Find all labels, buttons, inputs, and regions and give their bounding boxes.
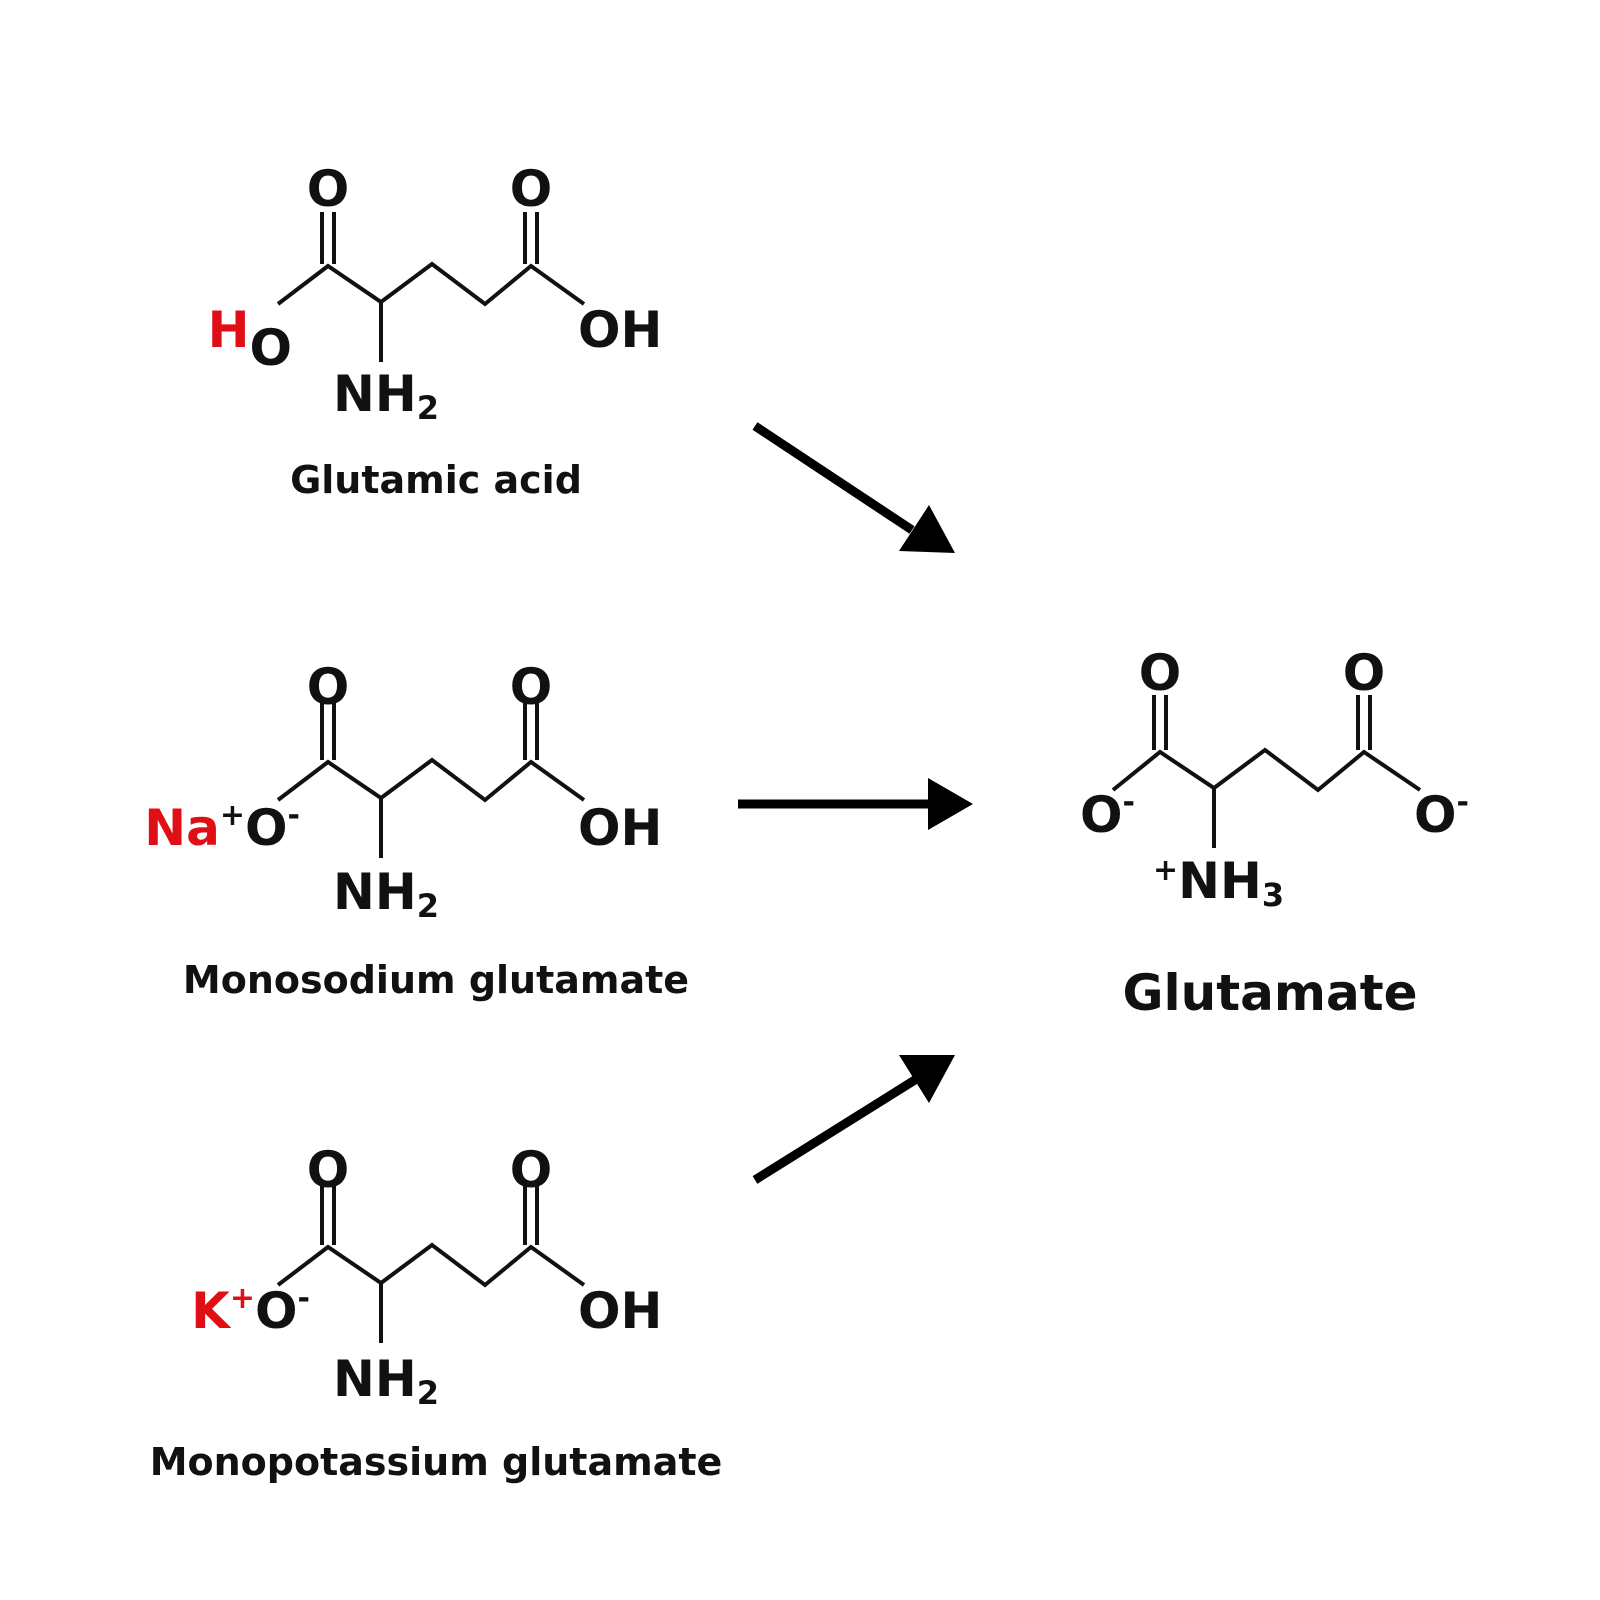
arrow-from-monopotassium-glutamate <box>752 1055 955 1184</box>
molecule-monopotassium-glutamate: O O K+O- OH NH2 Monopotassium glutamate <box>150 1141 723 1484</box>
amino-group: NH2 <box>333 365 439 427</box>
right-hydroxyl-group: OH <box>578 799 662 857</box>
skeleton-bonds <box>276 700 586 858</box>
oxygen-charge: - <box>1457 785 1469 820</box>
molecule-glutamate: O O O- O- +NH3 Glutamate <box>1080 644 1469 1022</box>
ammonium-subscript: 3 <box>1262 876 1284 914</box>
cation-label: Na <box>144 799 220 857</box>
ammonium-group: +NH3 <box>1153 852 1284 914</box>
cation-label: H <box>208 301 250 359</box>
oxygen-charge: - <box>288 798 300 833</box>
molecule-name: Glutamate <box>1122 964 1417 1022</box>
carbonyl-oxygen-right: O <box>510 1141 553 1199</box>
amino-main: NH <box>333 863 417 921</box>
oxygen-label: O <box>255 1282 298 1340</box>
left-carboxylate-group: K+O- <box>191 1281 310 1340</box>
carbonyl-oxygen-left: O <box>1139 644 1182 702</box>
carbonyl-oxygen-left: O <box>307 1141 350 1199</box>
ammonium-main: NH <box>1178 852 1262 910</box>
carbonyl-oxygen-left: O <box>307 658 350 716</box>
right-carboxylate-oxygen: O- <box>1414 785 1469 844</box>
left-carboxyl-group: HO <box>208 301 292 377</box>
carbonyl-oxygen-right: O <box>510 160 553 218</box>
carbonyl-oxygen-right: O <box>1343 644 1386 702</box>
right-hydroxyl-group: OH <box>578 1282 662 1340</box>
right-hydroxyl-group: OH <box>578 301 662 359</box>
skeleton-bonds <box>1111 695 1422 848</box>
oxygen-label: O <box>245 799 288 857</box>
carbonyl-oxygen-right: O <box>510 658 553 716</box>
oxygen-label: O <box>249 319 292 377</box>
amino-subscript: 2 <box>417 389 439 427</box>
molecule-name: Monopotassium glutamate <box>150 1440 723 1484</box>
molecule-monosodium-glutamate: O O Na+O- OH NH2 Monosodium glutamate <box>144 658 689 1002</box>
amino-main: NH <box>333 1350 417 1408</box>
molecule-glutamic-acid: O O HO OH NH2 Glutamic acid <box>208 160 663 502</box>
cation-label: K <box>191 1282 232 1340</box>
oxygen-label: O <box>1414 786 1457 844</box>
skeleton-bonds <box>276 1183 586 1343</box>
amino-group: NH2 <box>333 1350 439 1412</box>
left-carboxylate-group: Na+O- <box>144 798 300 857</box>
amino-main: NH <box>333 365 417 423</box>
oxygen-label: O <box>1080 786 1123 844</box>
cation-charge: + <box>220 798 245 833</box>
molecule-name: Glutamic acid <box>290 458 582 502</box>
ammonium-charge: + <box>1153 853 1178 888</box>
amino-group: NH2 <box>333 863 439 925</box>
carbonyl-oxygen-left: O <box>307 160 350 218</box>
left-carboxylate-oxygen: O- <box>1080 785 1135 844</box>
arrow-from-monosodium-glutamate <box>738 778 973 830</box>
arrow-from-glutamic-acid <box>752 422 955 553</box>
oxygen-charge: - <box>298 1281 310 1316</box>
cation-charge: + <box>230 1281 255 1316</box>
oxygen-charge: - <box>1123 785 1135 820</box>
molecule-name: Monosodium glutamate <box>183 958 689 1002</box>
skeleton-bonds <box>276 212 586 362</box>
amino-subscript: 2 <box>417 1374 439 1412</box>
amino-subscript: 2 <box>417 887 439 925</box>
